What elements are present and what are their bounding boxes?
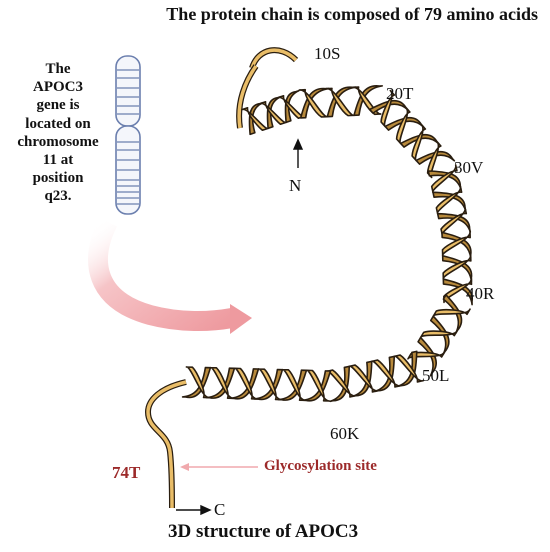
- helix-turn-back: [181, 366, 212, 399]
- helix-turn-front: [380, 89, 396, 128]
- residue-label-50: 50L: [422, 366, 450, 385]
- helix-turn-front: [325, 369, 357, 398]
- helix-turn-front: [281, 368, 307, 402]
- helix-turn-front: [351, 86, 382, 116]
- chromosome-icon: [115, 55, 141, 215]
- note-line: 11 at: [42, 152, 74, 169]
- n-terminus-arrow: [292, 138, 304, 168]
- helix-turn-front: [443, 277, 473, 304]
- note-line: The: [45, 61, 71, 77]
- glycosylation-arrow: [180, 463, 258, 471]
- helix-turn-front: [241, 106, 269, 132]
- glycosylation-residue: 74T: [112, 463, 141, 482]
- helix-turn-front: [435, 185, 463, 215]
- residue-label-30: 30V: [454, 158, 484, 177]
- figure-caption: 3D structure of APOC3: [168, 521, 359, 542]
- helix-turn-front: [325, 87, 355, 117]
- helix-turn-front: [393, 354, 425, 383]
- helix-turn-front: [442, 254, 472, 280]
- helix-turn-front: [185, 366, 211, 399]
- helix-turn-front: [209, 366, 235, 400]
- note-line: q23.: [44, 188, 72, 205]
- helix-turn-front: [257, 368, 283, 401]
- residue-label-40: 40R: [466, 284, 495, 303]
- protein-ribbon: [145, 47, 473, 509]
- helix-turn-back: [415, 150, 456, 165]
- residue-label-60: 60K: [330, 424, 360, 443]
- helix-turn-front: [233, 367, 259, 400]
- note-line: gene is: [36, 97, 80, 114]
- note-line: located on: [25, 115, 91, 132]
- helix-turn-front: [305, 369, 331, 402]
- chromosome-note: The APOC3 gene is located on chromosome …: [2, 60, 114, 206]
- residue-label-20: 20T: [386, 84, 414, 103]
- note-line: position: [32, 170, 84, 187]
- helix-turn-back: [442, 278, 473, 306]
- residue-label-10: 10S: [314, 44, 341, 63]
- c-terminus-label: C: [214, 500, 226, 519]
- helix-turn-front: [395, 106, 411, 145]
- helix-turn-back: [284, 89, 300, 124]
- helix-turn-front: [419, 329, 459, 339]
- note-line: APOC3: [33, 79, 83, 96]
- helix-turn-front: [259, 100, 287, 126]
- helix-turn-front: [432, 308, 471, 317]
- helix-turn-front: [440, 206, 468, 236]
- glycosylation-label: Glycosylation site: [264, 458, 377, 474]
- helix-turn-front: [277, 94, 305, 120]
- helix-turn-front: [411, 123, 427, 162]
- page-title: The protein chain is composed of 79 amin…: [166, 4, 538, 24]
- helix-turn-front: [298, 88, 329, 118]
- helix-turn-front: [348, 364, 380, 393]
- helix-turn-back: [353, 85, 384, 117]
- helix-turn-front: [430, 164, 458, 194]
- helix-turn-front: [426, 140, 442, 179]
- pink-curved-arrow: [88, 217, 252, 334]
- n-terminus-label: N: [289, 176, 302, 195]
- helix-turn-front: [370, 359, 402, 388]
- c-terminus-arrow: [176, 504, 212, 516]
- helix-turn-front: [441, 230, 471, 257]
- note-line: chromosome: [17, 133, 99, 150]
